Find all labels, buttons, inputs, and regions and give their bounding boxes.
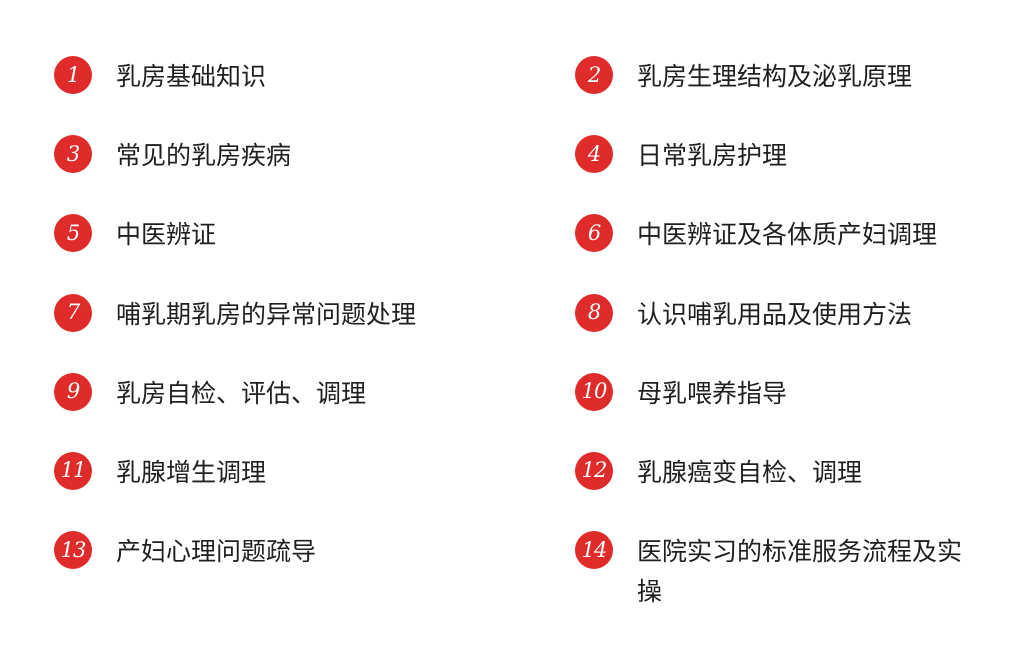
list-item-7: 7 哺乳期乳房的异常问题处理 [54,293,575,373]
number-badge: 9 [54,372,92,411]
item-label: 日常乳房护理 [637,141,788,171]
list-item-6: 6 中医辨证及各体质产妇调理 [575,214,984,293]
item-label: 中医辨证 [116,220,217,250]
item-label: 哺乳期乳房的异常问题处理 [116,299,417,329]
number-badge: 12 [575,451,613,490]
item-label: 乳房自检、评估、调理 [116,378,367,408]
list-item-3: 3 常见的乳房疾病 [54,135,575,214]
number-badge: 1 [54,56,92,94]
number-badge: 8 [575,293,613,332]
course-list: 1 乳房基础知识 2 乳房生理结构及泌乳原理 3 常见的乳房疾病 4 日常乳房护… [54,56,984,610]
list-item-14: 14 医院实习的标准服务流程及实操 [575,531,984,610]
item-label: 常见的乳房疾病 [116,141,292,171]
list-item-2: 2 乳房生理结构及泌乳原理 [575,56,984,135]
number-badge: 7 [54,293,92,332]
item-label: 产妇心理问题疏导 [116,537,317,567]
item-label: 乳房生理结构及泌乳原理 [637,62,913,91]
list-item-8: 8 认识哺乳用品及使用方法 [575,293,984,373]
item-label: 乳腺癌变自检、调理 [637,457,863,487]
number-badge: 11 [54,451,92,490]
number-badge: 2 [575,56,613,94]
item-label: 乳腺增生调理 [116,457,267,487]
number-badge: 13 [54,531,92,570]
list-item-4: 4 日常乳房护理 [575,135,984,214]
item-label: 中医辨证及各体质产妇调理 [637,220,938,250]
list-item-5: 5 中医辨证 [54,214,575,293]
number-badge: 10 [575,372,613,411]
number-badge: 4 [575,135,613,174]
item-label: 认识哺乳用品及使用方法 [637,299,913,329]
list-item-11: 11 乳腺增生调理 [54,451,575,531]
number-badge: 5 [54,214,92,253]
list-item-13: 13 产妇心理问题疏导 [54,531,575,610]
list-item-10: 10 母乳喂养指导 [575,372,984,452]
item-label: 医院实习的标准服务流程及实操 [637,537,963,607]
list-item-12: 12 乳腺癌变自检、调理 [575,451,984,531]
number-badge: 6 [575,214,613,253]
number-badge: 3 [54,135,92,174]
list-item-9: 9 乳房自检、评估、调理 [54,372,575,452]
item-label: 乳房基础知识 [116,62,267,91]
list-item-1: 1 乳房基础知识 [54,56,575,135]
item-label: 母乳喂养指导 [637,378,788,408]
number-badge: 14 [575,531,613,570]
